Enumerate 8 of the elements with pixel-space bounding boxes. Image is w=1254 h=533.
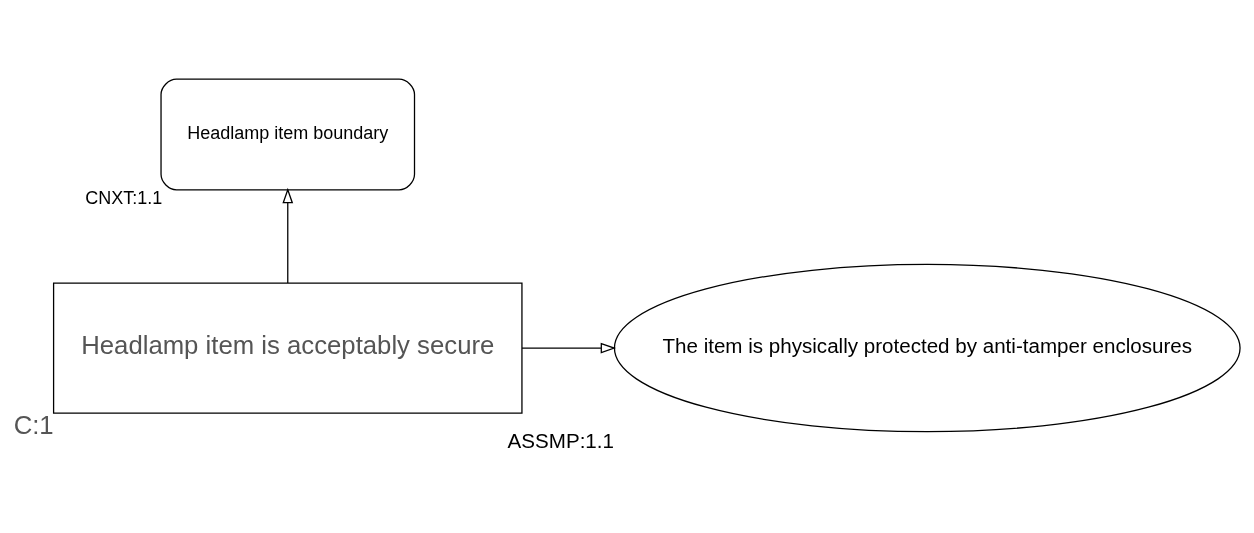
node-label: CNXT:1.1 (85, 187, 163, 208)
node-box: Headlamp item boundary (160, 78, 416, 190)
node-ellipse: The item is physically protected by anti-tamper enclosures (613, 263, 1241, 432)
arrow (521, 342, 617, 353)
node-label: C:1 (13, 410, 54, 439)
node-box: Headlamp item is acceptably secure (52, 281, 523, 414)
arrow (282, 187, 294, 284)
node-label: ASSMP:1.1 (507, 428, 614, 452)
